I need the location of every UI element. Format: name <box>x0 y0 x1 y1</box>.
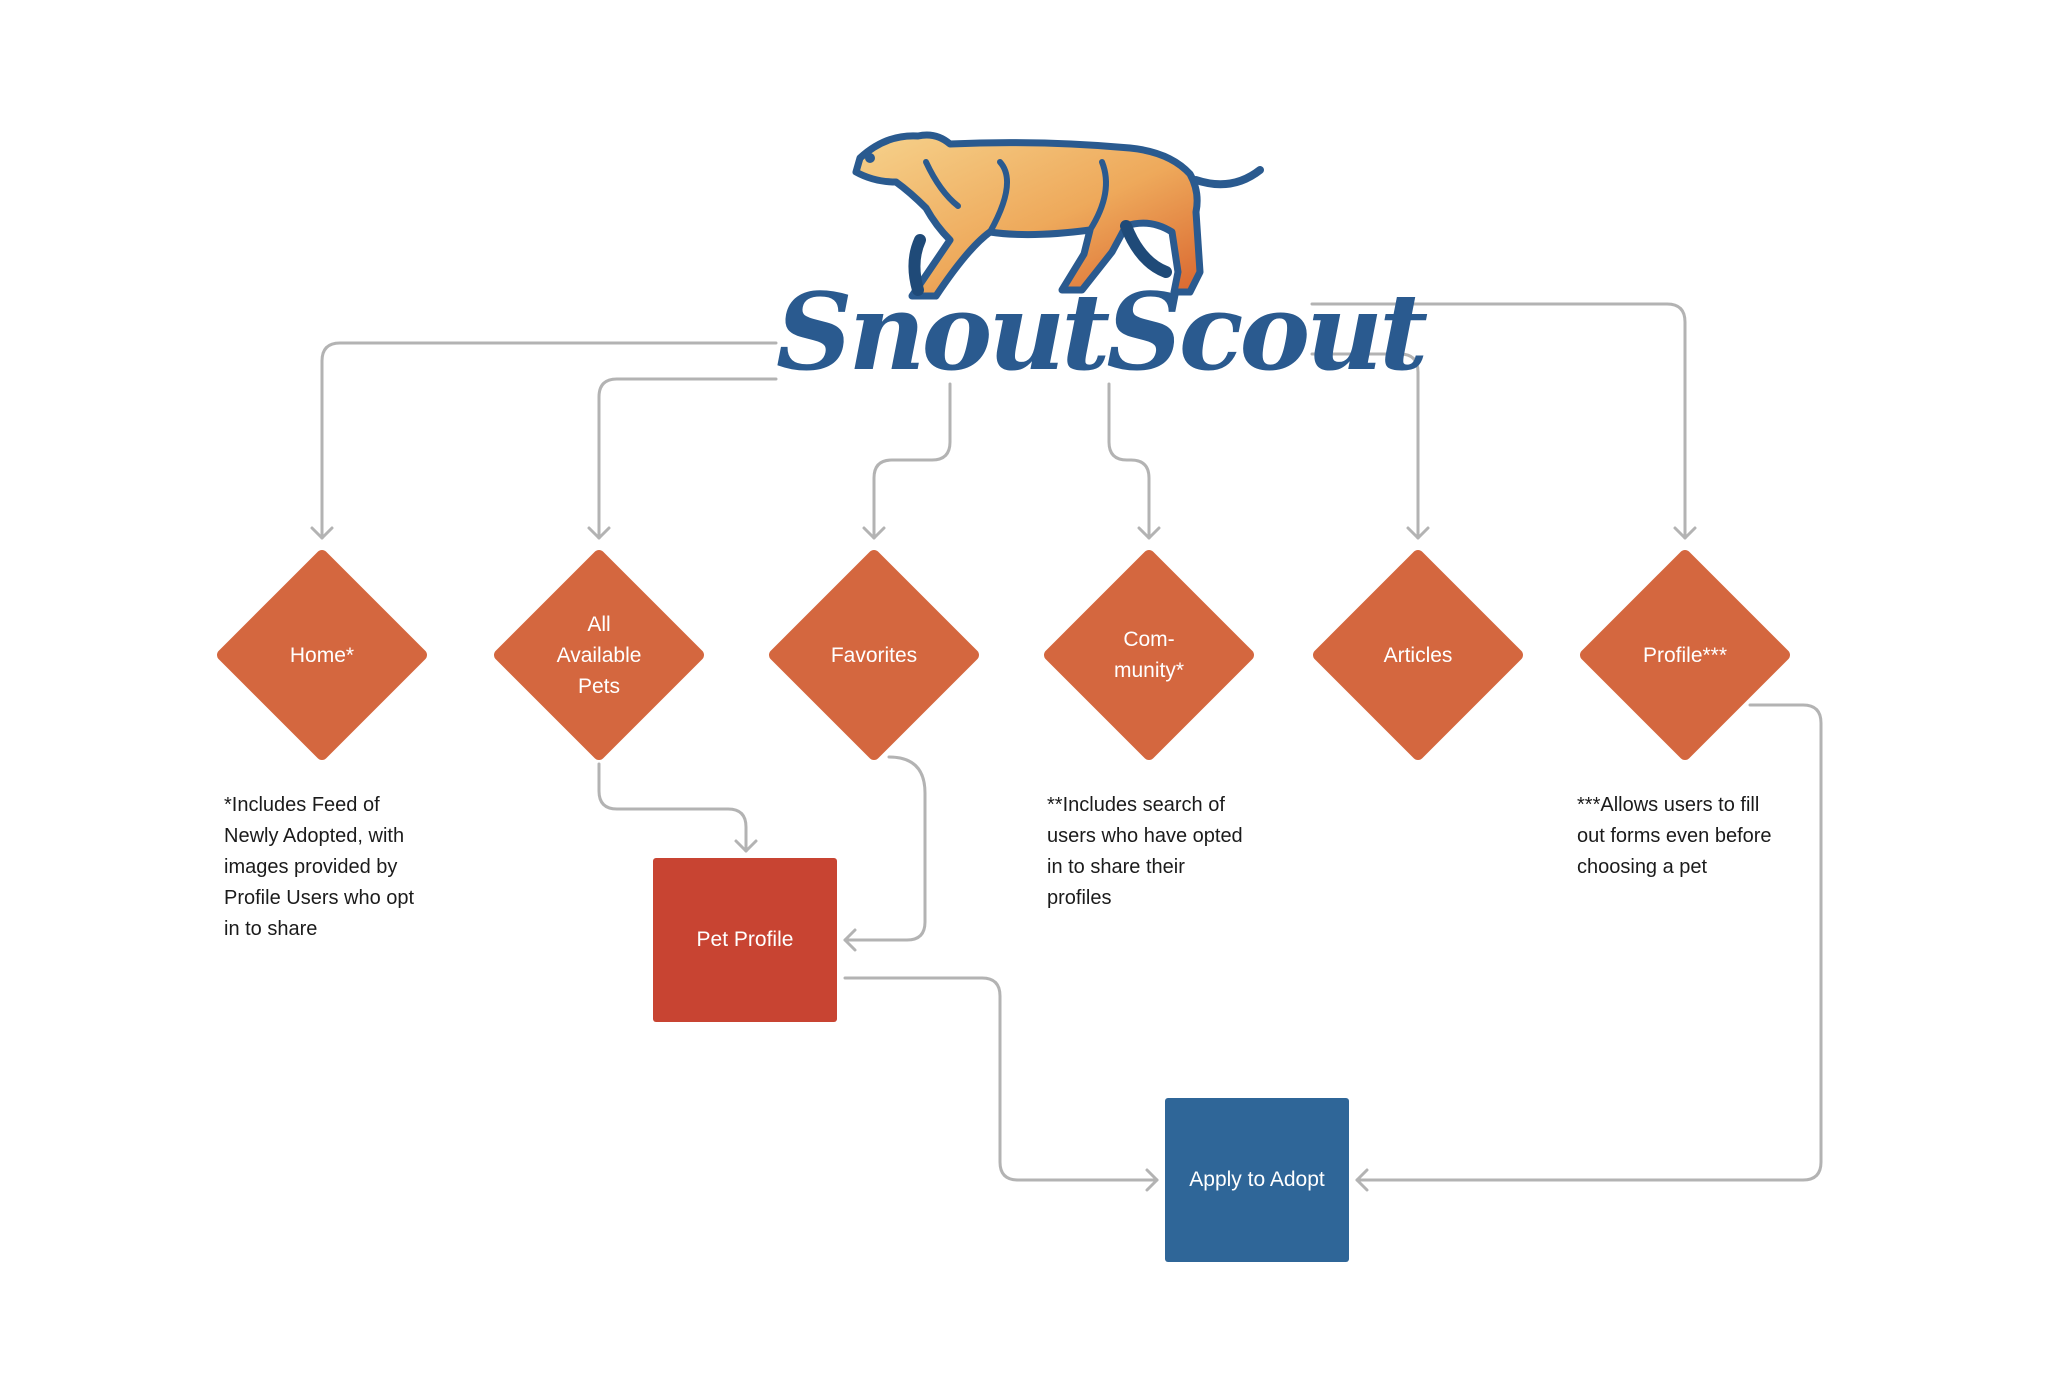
arrowhead-articles <box>1406 526 1430 540</box>
arrowhead-pet-profile-top <box>734 839 758 853</box>
arrowhead-all-pets <box>587 526 611 540</box>
node-articles-label: Articles <box>1383 643 1453 667</box>
node-profile-label: Profile*** <box>1642 643 1728 667</box>
note-community: **Includes search of users who have opte… <box>1047 794 1243 909</box>
node-favorites: Favorites <box>766 547 982 763</box>
arrowhead-apply-right <box>1355 1168 1369 1192</box>
connector-logo-home <box>320 341 778 540</box>
arrowhead-profile <box>1673 526 1697 540</box>
arrowhead-pet-profile-right <box>843 928 857 952</box>
connector-logo-all-pets <box>597 377 778 540</box>
node-all-available-pets-label: All Available Pets <box>556 612 642 698</box>
logo-wordmark: SnoutScout <box>776 269 1428 394</box>
connector-profile-apply <box>1355 703 1823 1182</box>
node-pet-profile: Pet Profile <box>653 858 837 1022</box>
node-home: Home* <box>214 547 430 763</box>
connector-favorites-pet-profile <box>843 755 927 942</box>
connector-logo-profile <box>1310 302 1687 540</box>
node-favorites-label: Favorites <box>830 643 918 667</box>
arrowhead-favorites <box>862 526 886 540</box>
note-profile: ***Allows users to fill out forms even b… <box>1577 794 1772 878</box>
connector-logo-favorites <box>872 382 952 540</box>
node-apply-to-adopt: Apply to Adopt <box>1165 1098 1349 1262</box>
note-home: *Includes Feed of Newly Adopted, with im… <box>224 794 415 940</box>
arrowhead-home <box>310 526 334 540</box>
node-all-available-pets: All Available Pets <box>491 547 707 763</box>
connector-all-pets-pet-profile <box>597 762 748 853</box>
connector-logo-articles <box>1310 352 1420 540</box>
node-articles: Articles <box>1310 547 1526 763</box>
arrowhead-community <box>1137 526 1161 540</box>
node-community: Com- munity* <box>1041 547 1257 763</box>
pointer-dog-icon <box>852 131 1264 300</box>
node-profile: Profile*** <box>1577 547 1793 763</box>
arrowhead-apply-left <box>1145 1168 1159 1192</box>
connector-logo-community <box>1107 382 1151 540</box>
node-community-label: Com- munity* <box>1113 628 1185 682</box>
connector-pet-profile-apply <box>843 976 1159 1182</box>
node-home-label: Home* <box>289 643 355 667</box>
